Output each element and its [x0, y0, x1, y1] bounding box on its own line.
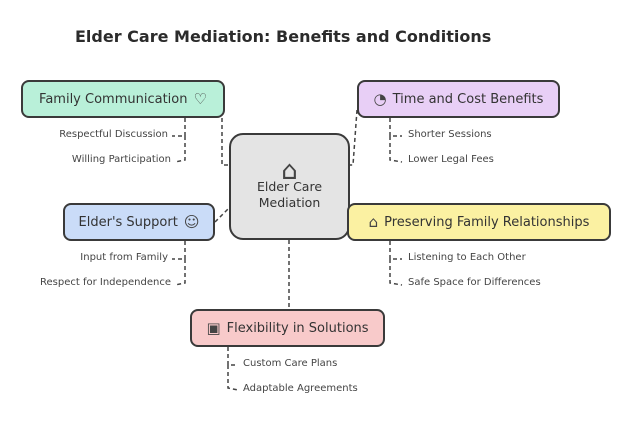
- node-label: Preserving Family Relationships: [384, 214, 590, 230]
- item-listening: Listening to Each Other: [408, 252, 526, 263]
- node-time-cost: ◔ Time and Cost Benefits: [357, 80, 560, 118]
- item-custom-care-plans: Custom Care Plans: [243, 358, 338, 369]
- node-label: Time and Cost Benefits: [392, 91, 544, 107]
- elder-family-icon: ☺: [183, 213, 200, 231]
- item-input-from-family: Input from Family: [80, 252, 168, 263]
- connector-elder-items: [172, 241, 186, 286]
- connector-family-communication: [221, 118, 229, 166]
- node-label: Flexibility in Solutions: [226, 320, 369, 336]
- item-respect-independence: Respect for Independence: [39, 277, 171, 288]
- connector-preserving-items: [389, 241, 403, 286]
- connector-time-items: [389, 118, 403, 163]
- connector-flex-items: [227, 347, 239, 391]
- node-family-communication: Family Communication ♡: [21, 80, 225, 118]
- node-flexibility: ▣ Flexibility in Solutions: [190, 309, 385, 347]
- connector-family-items: [172, 118, 186, 163]
- puzzle-icon: ▣: [206, 319, 221, 337]
- center-node: ⌂ Elder Care Mediation: [229, 133, 350, 240]
- diagram-title: Elder Care Mediation: Benefits and Condi…: [75, 27, 492, 46]
- node-elders-support: Elder's Support ☺: [63, 203, 215, 241]
- item-safe-space: Safe Space for Differences: [408, 277, 541, 288]
- item-shorter-sessions: Shorter Sessions: [408, 129, 492, 140]
- item-respectful-discussion: Respectful Discussion: [59, 129, 168, 140]
- family-heart-icon: ♡: [193, 90, 207, 108]
- connector-time-cost: [350, 109, 358, 166]
- item-willing-participation: Willing Participation: [71, 154, 171, 165]
- item-adaptable-agreements: Adaptable Agreements: [243, 383, 358, 394]
- node-preserving: ⌂ Preserving Family Relationships: [347, 203, 611, 241]
- node-label: Elder's Support: [78, 214, 178, 230]
- family-house-icon: ⌂: [368, 213, 379, 231]
- connector-elders-support: [214, 207, 230, 223]
- node-label: Family Communication: [39, 91, 188, 107]
- family-home-icon: ⌂: [281, 155, 298, 186]
- chart-magnifier-icon: ◔: [373, 90, 387, 108]
- center-label: Elder Care Mediation: [256, 178, 323, 210]
- item-lower-legal-fees: Lower Legal Fees: [408, 154, 494, 165]
